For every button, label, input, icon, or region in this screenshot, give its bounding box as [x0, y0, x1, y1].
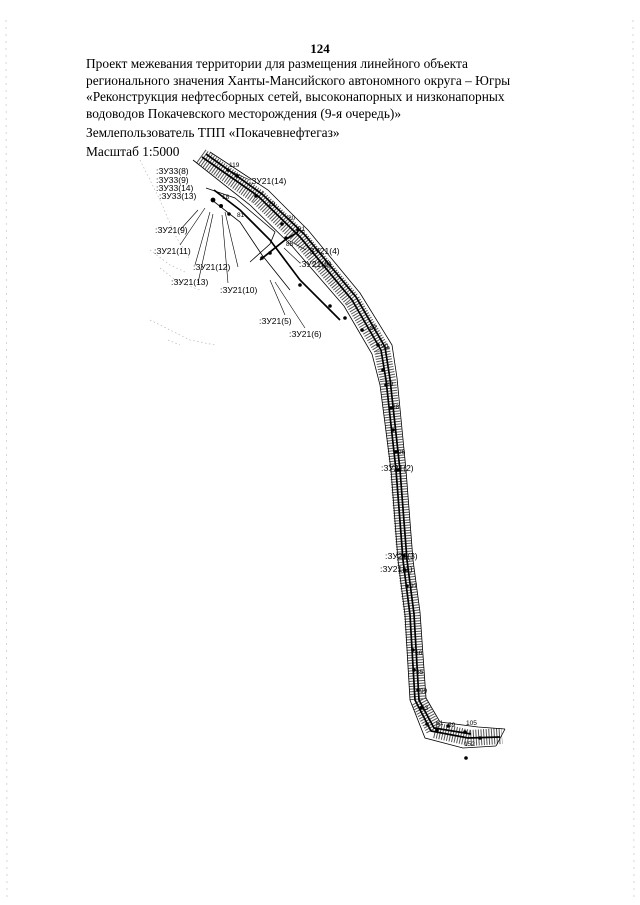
point-number: 97 — [410, 583, 418, 590]
parcel-label: :ЗУ21(4) — [307, 246, 340, 256]
parcel-label: :ЗУ33(9) — [156, 175, 189, 185]
parcel-label: :ЗУ21(8) — [299, 259, 332, 269]
page-edge-right — [632, 19, 635, 901]
page-number: 124 — [310, 41, 330, 56]
point-number: 63 — [421, 705, 429, 712]
point-number: 20 — [288, 215, 296, 222]
point-number: 152 — [464, 741, 475, 748]
point-number: 59 — [448, 722, 456, 729]
point-number: 87 — [370, 325, 378, 332]
parcel-label: :ЗУ21(1) — [380, 564, 413, 574]
parcel-label: :ЗУ21(14) — [249, 176, 287, 186]
point-number: 88 — [392, 404, 400, 411]
point-number: 66 — [415, 650, 423, 657]
parcel-label: :ЗУ21(10) — [220, 285, 258, 295]
parcel-label: :ЗУ21(6) — [289, 329, 322, 339]
point-number: 19 — [268, 201, 276, 208]
land-user-line: Землепользователь ТПП «Покачевнефтегаз» — [86, 125, 340, 140]
point-number: 81 — [237, 212, 245, 219]
parcel-label: :ЗУ21(9) — [155, 225, 188, 235]
point-number: 61 — [436, 720, 444, 727]
scale-line: Масштаб 1:5000 — [86, 143, 180, 159]
point-number: 65 — [416, 669, 424, 676]
title-line-3: «Реконструкция нефтесборных сетей, высок… — [86, 89, 505, 104]
point-number: 99 — [420, 688, 428, 695]
point-markers — [210, 168, 482, 760]
point-number: 18 — [222, 194, 230, 201]
title-line-1: Проект межевания территории для размещен… — [86, 56, 468, 71]
point-number: 21 — [298, 226, 306, 233]
parcel-label: :ЗУ21(12) — [193, 262, 231, 272]
pipeline-lines — [201, 153, 501, 739]
parcel-label: :ЗУ33(8) — [156, 166, 189, 176]
parcel-boundaries — [192, 151, 506, 749]
page-edge-left — [5, 19, 8, 901]
parcel-label: :ЗУ33(14) — [156, 183, 194, 193]
title-line-2: регионального значения Ханты-Мансийского… — [86, 72, 511, 88]
title-line-4: водоводов Покачевского месторождения (9-… — [86, 105, 402, 121]
label-leaders — [179, 169, 307, 329]
document-header: Проект межевания территории для размещен… — [86, 56, 566, 160]
point-number: 105 — [466, 720, 477, 727]
point-number: 119 — [229, 162, 240, 169]
parcel-label: :ЗУ21(11) — [154, 246, 191, 256]
point-number: 69 — [386, 381, 394, 388]
point-number: 96 — [398, 449, 406, 456]
right-of-way-strip — [196, 149, 503, 747]
background-contours — [139, 159, 216, 346]
parcel-label: :ЗУ21(3) — [385, 551, 418, 561]
parcel-label: :ЗУ21(5) — [259, 316, 292, 326]
parcel-label: :ЗУ33(13) — [159, 191, 197, 201]
point-number: 85 — [286, 241, 294, 248]
parcel-label: :ЗУ21(13) — [171, 277, 209, 287]
parcel-label: :ЗУ21(2) — [381, 463, 414, 473]
point-number: 90 — [381, 343, 389, 350]
